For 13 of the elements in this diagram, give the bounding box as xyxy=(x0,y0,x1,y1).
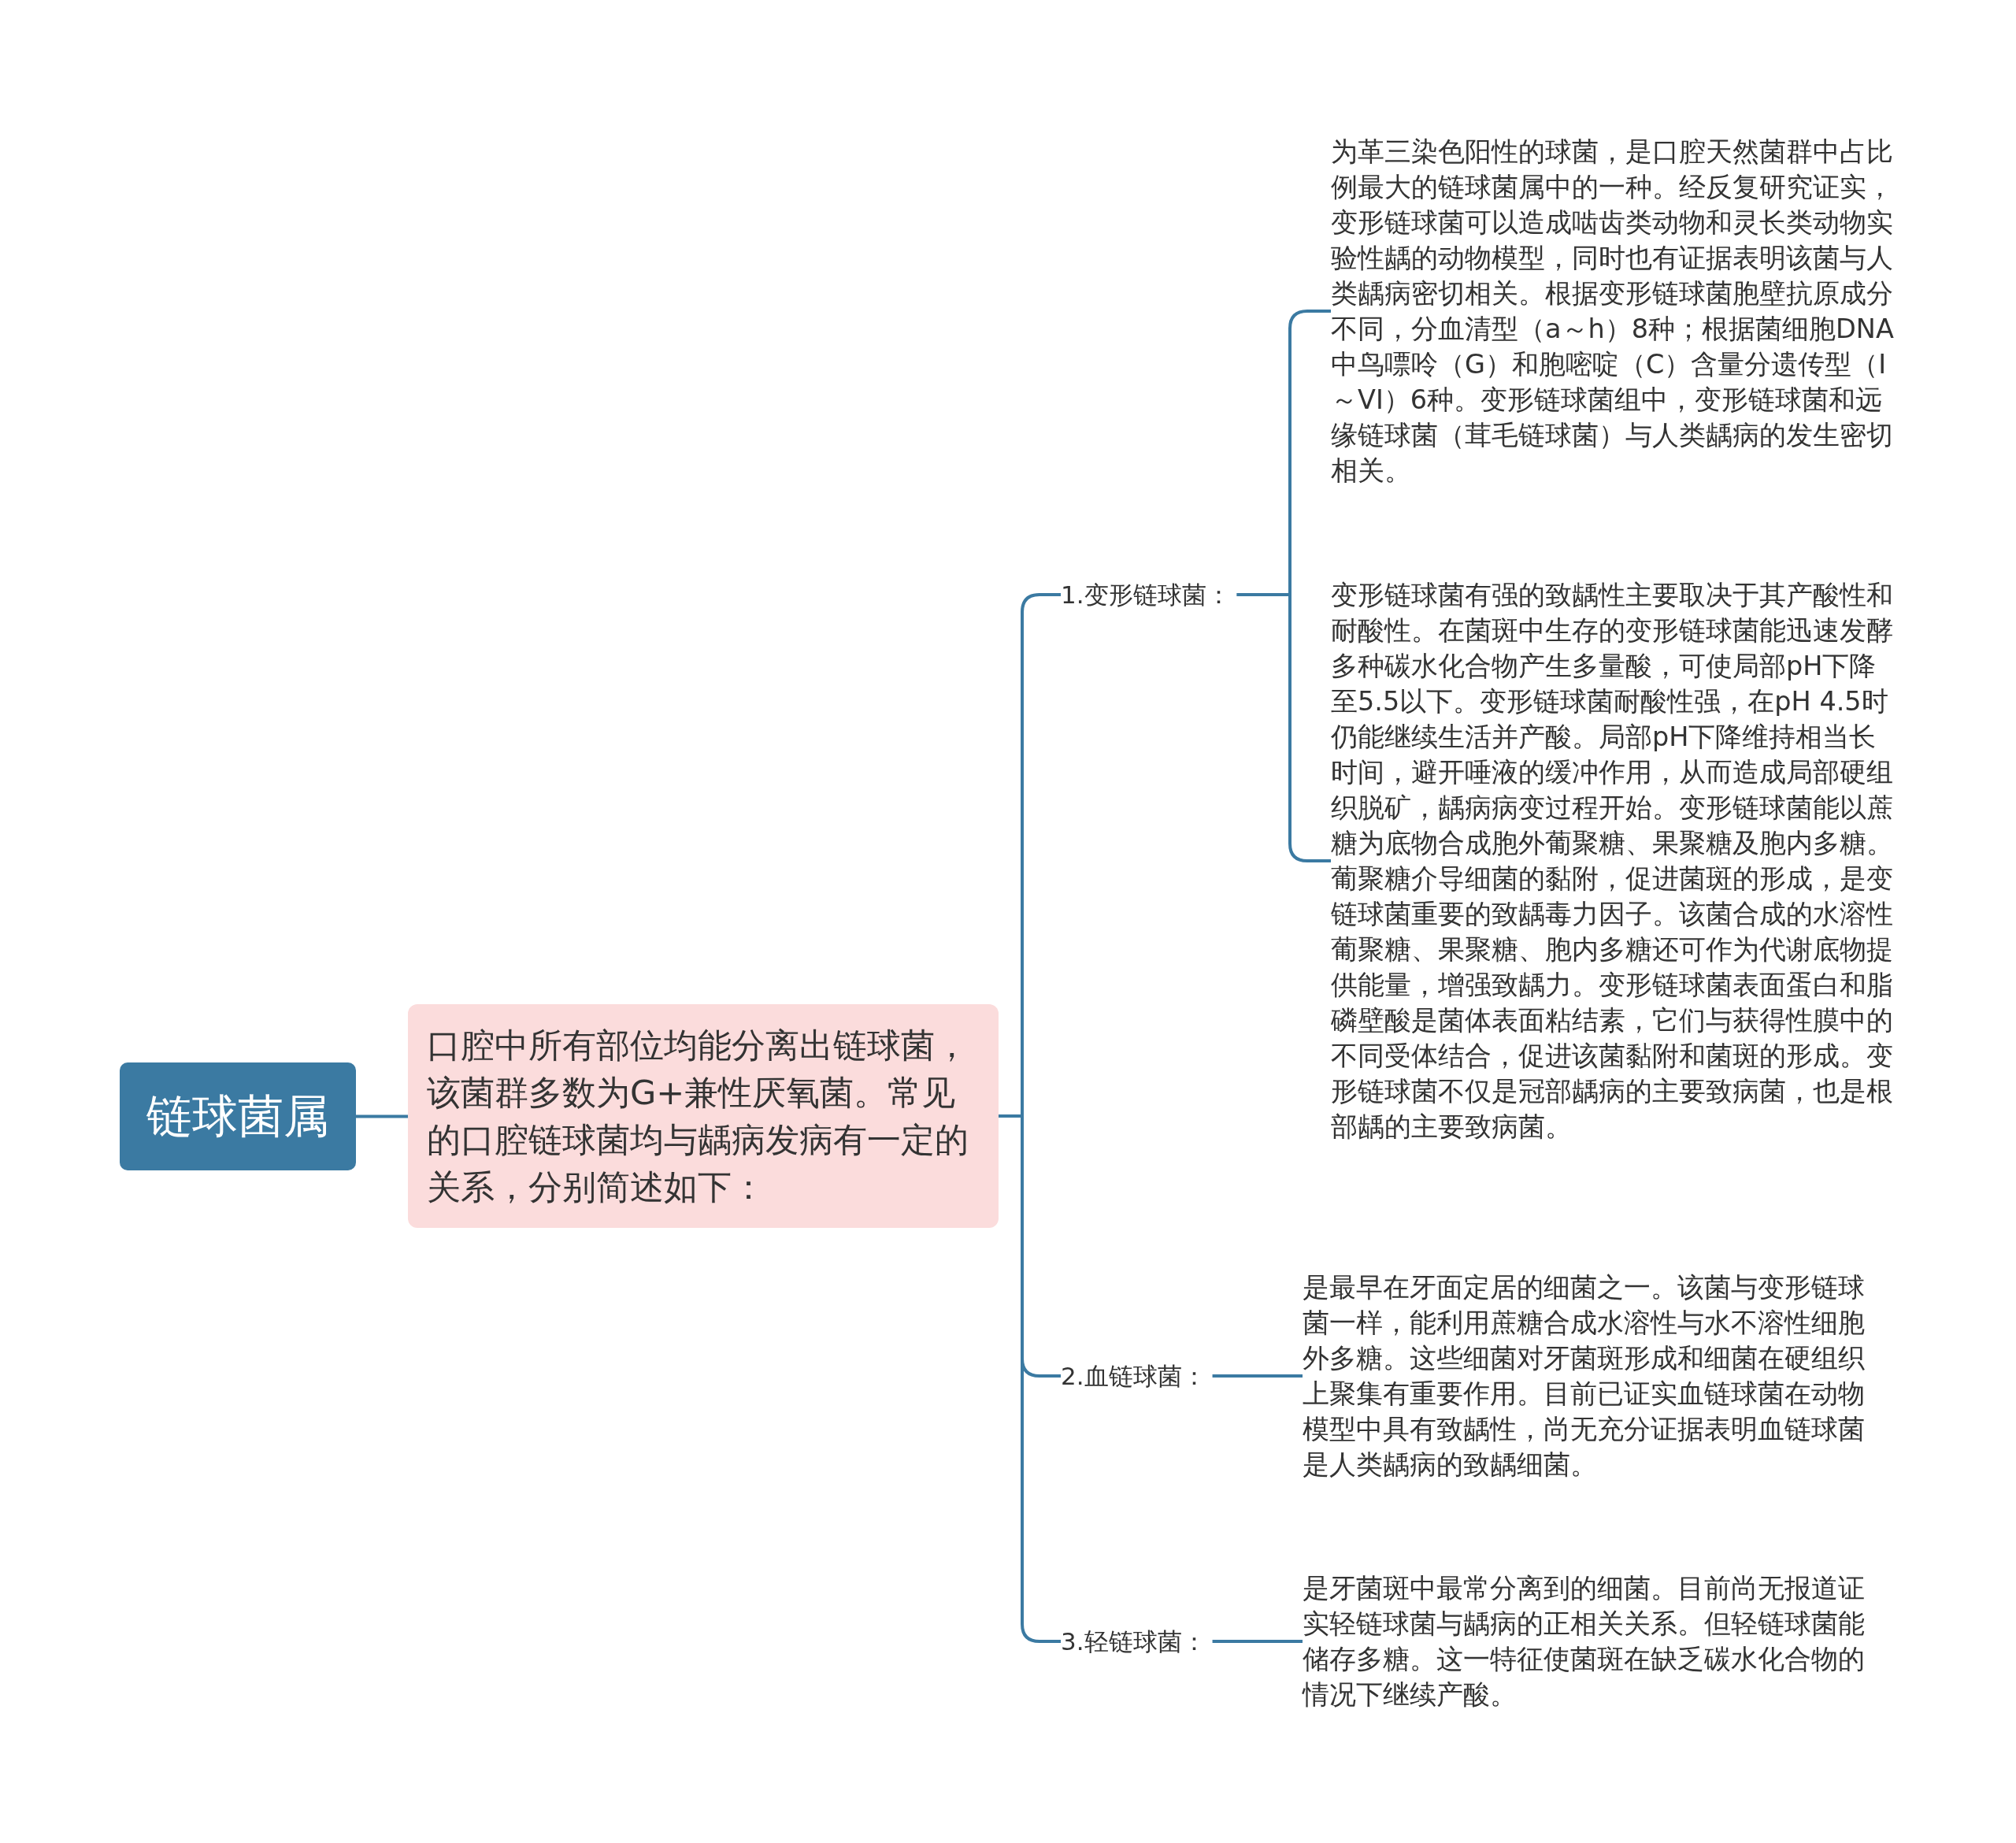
topic-box: 链球菌属 xyxy=(120,1062,356,1170)
note-text: 是牙菌斑中最常分离到的细菌。目前尚无报道证实轻链球菌与龋病的正相关关系。但轻链球菌能储存多糖。这一特征使菌斑在缺乏碳水化合物的情况下继续产酸。 xyxy=(1303,1570,1866,1712)
branch-label: 3.轻链球菌： xyxy=(1061,1626,1213,1657)
note-text: 为革三染色阳性的球菌，是口腔天然菌群中占比例最大的链球菌属中的一种。经反复研究证实，变形链球菌可以造成啮齿类动物和灵长类动物实验性龋的动物模型，同时也有证据表明该菌与人类龋病密切相关。根据变形链球菌胞壁抗原成分不同，分血清型（a～h）8种；根据菌细胞DNA中鸟嘌呤（G）和胞嘧啶（C）含量分遗传型（Ⅰ～VI）6种。变形链球菌组中，变形链球菌和远缘链球菌（茸毛链球菌）与人类龋病的发生密切相关。 xyxy=(1331,134,1894,488)
connector-line xyxy=(1212,1640,1303,1643)
connector-line xyxy=(356,1114,408,1118)
subtopic-box: 口腔中所有部位均能分离出链球菌，该菌群多数为G+兼性厌氧菌。常见的口腔链球菌均与龋病发病有一定的关系，分别简述如下： xyxy=(408,1004,999,1228)
branch-label: 2.血链球菌： xyxy=(1061,1360,1213,1392)
branch-label: 1.变形链球菌： xyxy=(1061,579,1237,610)
note-text: 变形链球菌有强的致龋性主要取决于其产酸性和耐酸性。在菌斑中生存的变形链球菌能迅速发酵多种碳水化合物产生多量酸，可使局部pH下降至5.5以下。变形链球菌耐酸性强，在pH 4.5时仍能继续生活并产酸。局部pH下降维持相当长时间，避开唾液的缓冲作用，从而造成局部硬组织脱矿，龋病病变过程开始。变形链球菌能以蔗糖为底物合成胞外葡聚糖、果聚糖及胞内多糖。葡聚糖介导细菌的黏附，促进菌斑的形成，是变链球菌重要的致龋毒力因子。该菌合成的水溶性葡聚糖、果聚糖、胞内多糖还可作为代谢底物提供能量，增强致龋力。变形链球菌表面蛋白和脂磷壁酸是菌体表面粘结素，它们与获得性膜中的不同受体结合，促进该菌黏附和菌斑的形成。变形链球菌不仅是冠部龋病的主要致病菌，也是根部龋的主要致病菌。 xyxy=(1331,577,1894,1144)
connector-line xyxy=(1236,593,1331,862)
connector-line xyxy=(1212,1374,1303,1378)
note-text: 是最早在牙面定居的细菌之一。该菌与变形链球菌一样，能利用蔗糖合成水溶性与水不溶性细胞外多糖。这些细菌对牙菌斑形成和细菌在硬组织上聚集有重要作用。目前已证实血链球菌在动物模型中具有致龋性，尚无充分证据表明血链球菌是人类龋病的致龋细菌。 xyxy=(1303,1270,1866,1482)
